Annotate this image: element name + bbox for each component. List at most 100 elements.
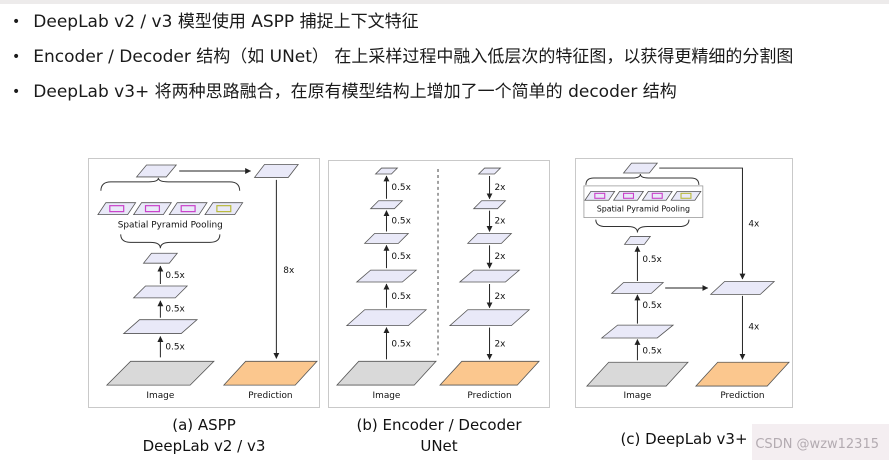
diagram-panel-deeplabv3plus: Spatial Pyramid Pooling 0.5x 0.5x 0.5x I… [575, 158, 793, 408]
downsample-label: 0.5x [391, 339, 410, 349]
spp-kernel-rect [680, 192, 692, 199]
spp-box [583, 185, 704, 219]
decoder-branch: 4x 4x Prediction [659, 167, 790, 401]
bullet-text: Encoder / Decoder 结构（如 UNet） 在上采样过程中融入低层… [33, 47, 794, 67]
upsample-label: 4x [748, 323, 759, 333]
caption-aspp: (a) ASPP DeepLab v2 / v3 [88, 415, 320, 457]
prediction-label: Prediction [720, 391, 764, 401]
image-shape [585, 361, 689, 387]
downsample-label: 0.5x [642, 346, 661, 356]
upsample-branch: 8x Prediction [222, 179, 318, 401]
caption-encoder-decoder: (b) Encoder / Decoder UNet [328, 415, 550, 457]
upsample-label: 2x [494, 183, 505, 193]
decoder-feature-shape [709, 281, 776, 295]
feature-map-shape [374, 167, 399, 175]
deeplabv3plus-diagram: Spatial Pyramid Pooling 0.5x 0.5x 0.5x I… [583, 162, 790, 401]
feature-map-shape [363, 233, 410, 244]
slide-top-edge [0, 0, 889, 4]
encoder-decoder-diagram: 0.5x 0.5x 0.5x 0.5x 0.5x Image 2x [336, 167, 540, 401]
caption-line: (b) Encoder / Decoder [356, 416, 522, 434]
caption-line: (a) ASPP [172, 416, 236, 434]
feature-map-shape [355, 269, 418, 283]
feature-map-shape [610, 282, 665, 294]
spp-branch-shape [641, 190, 673, 201]
feature-map-shape [448, 309, 531, 327]
bullet-item: • DeepLab v2 / v3 模型使用 ASPP 捕捉上下文特征 [12, 10, 885, 35]
feature-map-shape [477, 167, 502, 175]
watermark-background [752, 424, 889, 460]
caption-deeplabv3plus: (c) DeepLab v3+ [575, 429, 793, 450]
spp-branch-shape [132, 202, 173, 215]
downsample-label: 0.5x [391, 217, 410, 227]
image-label: Image [373, 391, 401, 401]
spp-branch-shape [670, 190, 702, 201]
image-label: Image [623, 391, 651, 401]
spp-label: Spatial Pyramid Pooling [597, 205, 690, 214]
spp-kernel-rect [594, 192, 606, 199]
bullet-item: • Encoder / Decoder 结构（如 UNet） 在上采样过程中融入… [12, 45, 885, 70]
prediction-shape [694, 361, 790, 387]
upsample-arrow [659, 167, 746, 280]
upsample-label: 2x [494, 252, 505, 262]
spp-output-feature-shape [135, 164, 178, 178]
spp-branch-shape [168, 202, 208, 215]
split-brace [120, 234, 221, 249]
feature-map-shape [472, 200, 507, 210]
feature-map-shape [623, 236, 652, 245]
upsample-label: 2x [494, 339, 505, 349]
aspp-diagram: Spatial Pyramid Pooling 0.5x 0.5x 0.5x I… [97, 164, 318, 401]
spatial-pyramid-pooling-block: Spatial Pyramid Pooling [97, 177, 244, 249]
merge-brace [585, 173, 700, 185]
spatial-pyramid-pooling-block: Spatial Pyramid Pooling [583, 162, 704, 233]
feature-map-shape [458, 269, 521, 283]
bullet-dot: • [12, 14, 21, 30]
bullet-dot: • [12, 84, 21, 100]
feature-map-shape [132, 285, 189, 299]
spp-branch-shape [97, 202, 137, 215]
diagram-panel-encoder-decoder: 0.5x 0.5x 0.5x 0.5x 0.5x Image 2x [328, 160, 550, 408]
downsample-label: 0.5x [165, 271, 184, 281]
decoder-column: 2x 2x 2x 2x 2x Prediction [439, 167, 540, 401]
feature-map-shape [122, 319, 199, 334]
downsample-label: 0.5x [165, 342, 184, 352]
downsample-label: 0.5x [642, 301, 661, 311]
bullet-dot: • [12, 49, 21, 65]
bullet-item: • DeepLab v3+ 将两种思路融合，在原有模型结构上增加了一个简单的 d… [12, 80, 885, 105]
watermark: CSDN @wzw12315 [755, 437, 879, 452]
prediction-label: Prediction [467, 391, 511, 401]
prediction-label: Prediction [248, 391, 292, 401]
split-brace [595, 219, 690, 233]
upsample-label: 2x [494, 292, 505, 302]
bullet-list: • DeepLab v2 / v3 模型使用 ASPP 捕捉上下文特征 • En… [12, 10, 885, 115]
feature-map-shape [466, 233, 513, 244]
image-shape [105, 360, 215, 386]
feature-map-shape [369, 200, 404, 210]
downsample-label: 0.5x [391, 292, 410, 302]
prediction-shape [222, 360, 318, 386]
encoder-column: 0.5x 0.5x 0.5x Image [585, 236, 689, 401]
spp-kernel-rect [651, 192, 663, 199]
spp-kernel-rect [109, 205, 125, 213]
merge-brace [100, 177, 241, 191]
upsample-label: 4x [748, 220, 759, 230]
feature-map-shape [600, 324, 675, 339]
upsample-label: 2x [494, 217, 505, 227]
downsample-label: 0.5x [642, 255, 661, 265]
conv-output-feature-shape [253, 164, 299, 178]
spp-output-feature-shape [622, 162, 659, 174]
diagram-panel-aspp: Spatial Pyramid Pooling 0.5x 0.5x 0.5x I… [88, 158, 320, 408]
upsample-label: 8x [283, 266, 294, 276]
spp-kernel-rect [623, 192, 635, 199]
caption-line: DeepLab v2 / v3 [142, 437, 266, 455]
prediction-shape [439, 360, 540, 386]
aspp-top-row [135, 164, 299, 178]
bullet-text: DeepLab v3+ 将两种思路融合，在原有模型结构上增加了一个简单的 dec… [33, 82, 677, 102]
spp-branch-shape [612, 190, 645, 201]
spp-kernel-rect [180, 205, 196, 213]
caption-line: (c) DeepLab v3+ [620, 430, 748, 448]
caption-line: UNet [420, 437, 458, 455]
spp-branch-shape [204, 202, 244, 215]
spp-kernel-rect [144, 205, 160, 213]
encoder-column: 0.5x 0.5x 0.5x Image [105, 252, 215, 401]
